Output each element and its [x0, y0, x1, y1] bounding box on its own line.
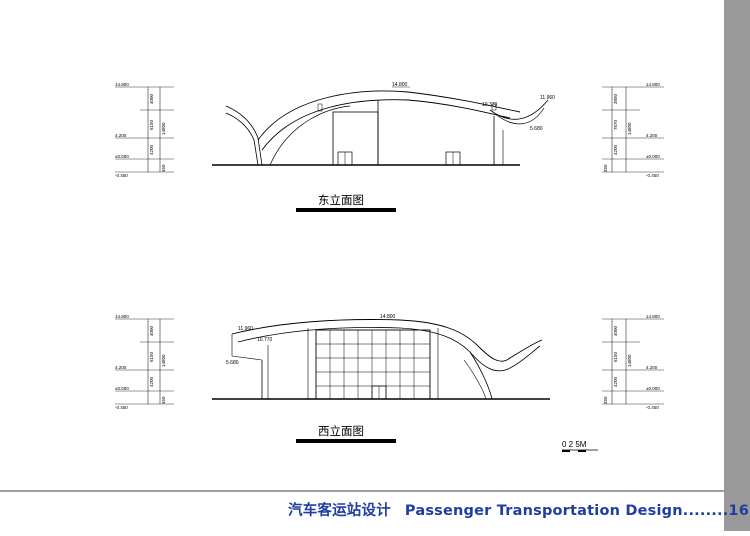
level-scale-bottom-left: 14.800 4.200 ±0.000 -0.450 4000 6150 420…: [115, 314, 174, 410]
svg-text:4.200: 4.200: [646, 365, 658, 370]
svg-text:4000: 4000: [149, 93, 154, 104]
eave-level-label: 5.680: [530, 126, 543, 132]
svg-text:±0.000: ±0.000: [646, 154, 660, 159]
svg-text:4.200: 4.200: [115, 365, 127, 370]
svg-text:14.800: 14.800: [646, 314, 660, 319]
svg-text:14800: 14800: [627, 122, 632, 135]
roof-shell: [257, 90, 521, 141]
svg-text:6150: 6150: [613, 351, 618, 362]
svg-text:4000: 4000: [613, 325, 618, 336]
eave-level-label: 5.680: [226, 360, 239, 366]
svg-text:450: 450: [603, 164, 608, 172]
elevation-title: 西立面图: [318, 424, 364, 438]
svg-text:4.200: 4.200: [115, 133, 127, 138]
svg-text:450: 450: [603, 396, 608, 404]
svg-text:-0.450: -0.450: [646, 173, 659, 178]
level-scale-top-left: 14.800 4.200 ±0.000 -0.450 4000 6150 420…: [115, 82, 174, 178]
svg-text:14800: 14800: [161, 122, 166, 135]
title-underline: [296, 208, 396, 212]
curtain-wall: [315, 329, 431, 400]
svg-text:14.800: 14.800: [646, 82, 660, 87]
roof-level-label: 14.800: [392, 82, 408, 88]
eave-level-label: 11.960: [540, 95, 555, 101]
svg-text:14.800: 14.800: [115, 82, 129, 87]
svg-text:-0.450: -0.450: [115, 405, 128, 410]
svg-text:4200: 4200: [613, 144, 618, 155]
svg-text:6150: 6150: [149, 351, 154, 362]
eave-level-label: 10.370: [482, 102, 498, 108]
svg-text:3850: 3850: [613, 93, 618, 104]
roof-level-label: 14.800: [380, 314, 396, 320]
svg-text:-0.450: -0.450: [115, 173, 128, 178]
svg-text:4000: 4000: [149, 325, 154, 336]
roof-shell: [231, 319, 543, 362]
svg-text:4200: 4200: [613, 376, 618, 387]
scale-bar: 0 2 5M: [562, 440, 598, 452]
svg-text:14800: 14800: [627, 354, 632, 367]
svg-text:4.200: 4.200: [646, 133, 658, 138]
svg-text:14800: 14800: [161, 354, 166, 367]
svg-text:-0.450: -0.450: [646, 405, 659, 410]
title-underline: [296, 439, 396, 443]
svg-text:±0.000: ±0.000: [646, 386, 660, 391]
svg-text:4200: 4200: [149, 376, 154, 387]
west-elevation: 14.800 11.960 10.770 5.680 西立面图: [212, 314, 550, 443]
footer-title: 汽车客运站设计 Passenger Transportation Design..…: [288, 499, 749, 520]
level-scale-bottom-right: 14.800 4.200 ±0.000 -0.450 4000 6150 420…: [602, 314, 664, 410]
svg-text:7670: 7670: [613, 119, 618, 130]
roof-arm-left: [225, 105, 263, 166]
eave-level-label: 11.960: [238, 326, 253, 332]
east-elevation: 14.800 10.370 11.960 5.680 东立面图: [212, 82, 555, 212]
sheet-edge-strip: [724, 0, 750, 531]
eave-right: [489, 99, 549, 120]
svg-text:0 2 5M: 0 2 5M: [562, 440, 587, 449]
svg-text:4200: 4200: [149, 144, 154, 155]
footer-title-cn: 汽车客运站设计: [288, 503, 391, 519]
svg-text:450: 450: [161, 164, 166, 172]
svg-text:450: 450: [161, 396, 166, 404]
svg-text:14.800: 14.800: [115, 314, 129, 319]
elevation-title: 东立面图: [318, 193, 364, 207]
eave-level-label: 10.770: [257, 337, 273, 343]
svg-text:6150: 6150: [149, 119, 154, 130]
svg-text:±0.000: ±0.000: [115, 154, 129, 159]
level-scale-top-right: 14.800 4.200 ±0.000 -0.450 3850 7670 420…: [602, 82, 664, 178]
building-block: [332, 111, 379, 166]
footer-title-en: Passenger Transportation Design........1…: [404, 503, 750, 519]
svg-text:±0.000: ±0.000: [115, 386, 129, 391]
